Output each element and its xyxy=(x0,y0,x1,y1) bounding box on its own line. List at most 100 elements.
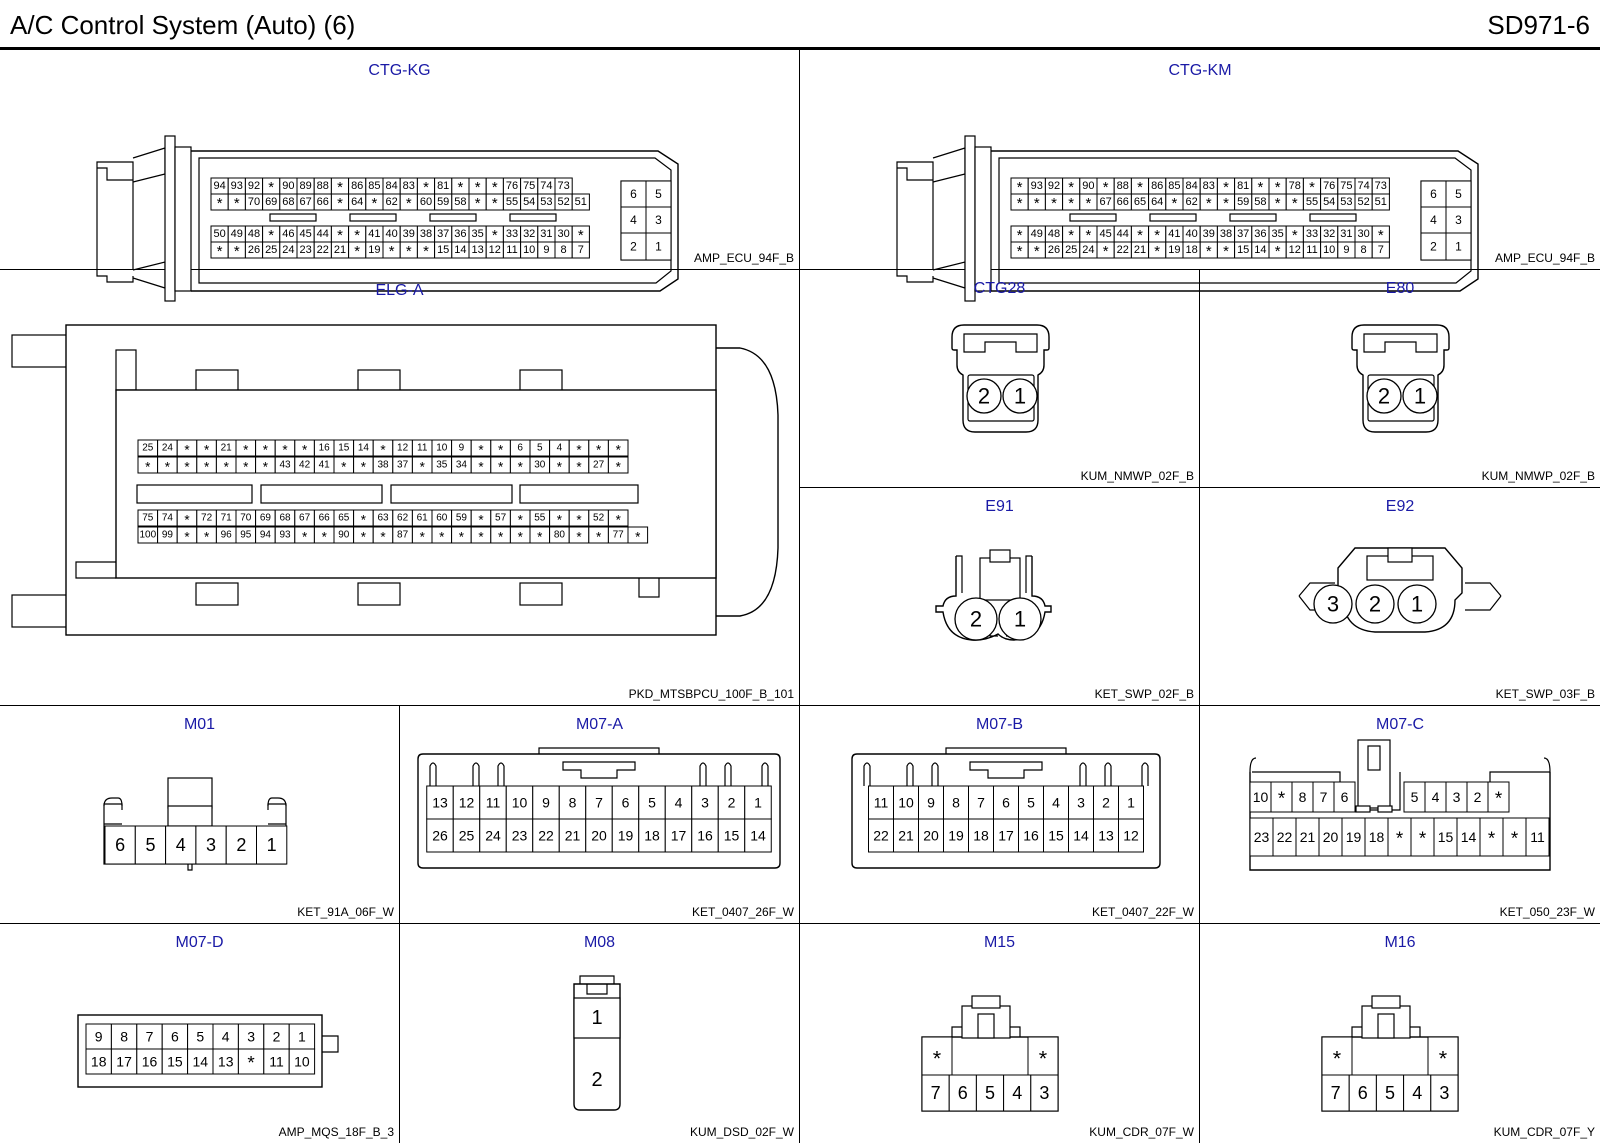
pin-cell xyxy=(505,818,534,853)
pin-number: 38 xyxy=(377,460,389,471)
pin-number: * xyxy=(1103,244,1109,260)
pin-number: 3 xyxy=(1453,789,1461,805)
pin-number: 50 xyxy=(213,228,225,240)
housing-outline xyxy=(322,1035,339,1053)
pin-number: 6 xyxy=(1430,187,1437,201)
pin-number: 4 xyxy=(1430,213,1437,227)
pin-number: * xyxy=(268,228,274,244)
pin-number: 67 xyxy=(1099,196,1111,208)
pin-number: 70 xyxy=(248,196,260,208)
pin-number: 49 xyxy=(231,228,243,240)
pin-number: 3 xyxy=(655,213,662,227)
pin-cell xyxy=(664,818,693,853)
pin-number: 74 xyxy=(1357,180,1369,192)
connector-label: E92 xyxy=(1385,498,1415,515)
pin-number: 32 xyxy=(523,228,535,240)
pin-number: 7 xyxy=(977,795,985,811)
pin-number: 26 xyxy=(432,828,448,844)
housing-outline xyxy=(472,762,480,786)
pin-number: 11 xyxy=(1306,244,1317,256)
pin-number: * xyxy=(1258,180,1264,196)
housing-outline xyxy=(509,213,557,222)
pin-number: 26 xyxy=(1048,244,1060,256)
pin-number: 8 xyxy=(561,244,567,256)
pin-number: 95 xyxy=(240,530,252,541)
pin-number: 81 xyxy=(1237,180,1249,192)
pin-number: * xyxy=(635,530,641,545)
pin-number: 16 xyxy=(319,443,331,454)
housing-outline xyxy=(115,389,717,579)
connector-type: KET_0407_26F_W xyxy=(691,905,794,919)
pin-number: 4 xyxy=(1052,795,1060,811)
pin-cell xyxy=(1445,232,1472,261)
pin-cell xyxy=(571,241,590,259)
pin-cell xyxy=(607,509,629,527)
housing-outline xyxy=(931,762,939,786)
pin-number: 18 xyxy=(1185,244,1197,256)
pin-number: 68 xyxy=(279,513,291,524)
pin-number: 5 xyxy=(196,1029,204,1045)
housing-outline xyxy=(11,594,71,628)
pin-number: 37 xyxy=(437,228,449,240)
pin-number: 37 xyxy=(1237,228,1249,240)
pin-number: * xyxy=(492,196,498,212)
pin-number: * xyxy=(1223,196,1229,212)
housing-outline xyxy=(167,777,213,809)
pin-cavity xyxy=(998,597,1042,641)
housing-outline xyxy=(195,582,239,606)
pin-number: 5 xyxy=(985,1083,995,1103)
housing-outline xyxy=(977,1013,995,1039)
pin-number: * xyxy=(165,460,171,475)
pin-number: 18 xyxy=(644,828,660,844)
pin-number: * xyxy=(1154,228,1160,244)
pin-number: 17 xyxy=(671,828,687,844)
pin-number: * xyxy=(1017,180,1023,196)
pin-cell xyxy=(948,1074,977,1112)
pin-cell xyxy=(426,818,454,853)
pin-number: 4 xyxy=(630,213,637,227)
pin-cell xyxy=(1018,818,1044,853)
pin-number: * xyxy=(616,460,622,475)
pin-number: 62 xyxy=(397,513,409,524)
pin-number: 15 xyxy=(338,443,350,454)
pin-number: 8 xyxy=(569,795,577,811)
pin-number: * xyxy=(1396,829,1404,850)
pin-number: 4 xyxy=(176,835,186,855)
housing-outline xyxy=(863,762,871,786)
pin-number: * xyxy=(576,513,582,528)
pin-number: 62 xyxy=(385,196,397,208)
pin-cell xyxy=(607,439,629,457)
housing-outline xyxy=(349,213,397,222)
pin-number: 13 xyxy=(471,244,483,256)
pin-number: 92 xyxy=(248,180,260,192)
pin-number: 44 xyxy=(1117,228,1129,240)
pin-number: * xyxy=(380,443,386,458)
pin-number: 6 xyxy=(1358,1083,1368,1103)
housing-outline xyxy=(198,157,672,284)
pin-number: 83 xyxy=(403,180,415,192)
pin-number: 2 xyxy=(630,240,637,254)
pin-cavity xyxy=(1397,584,1437,624)
pin-number: 80 xyxy=(554,530,566,541)
housing-outline xyxy=(429,213,477,222)
pin-cell xyxy=(1321,1036,1353,1076)
housing-outline xyxy=(357,582,401,606)
pin-number: 6 xyxy=(115,835,125,855)
pin-cavity xyxy=(1002,378,1038,414)
pin-number: * xyxy=(423,180,429,196)
pin-number: 66 xyxy=(319,513,331,524)
housing-outline xyxy=(195,369,239,393)
housing-outline xyxy=(963,333,1038,353)
housing-outline xyxy=(96,161,134,283)
pin-cell xyxy=(1118,818,1144,853)
pin-number: * xyxy=(1154,244,1160,260)
pin-number: * xyxy=(263,460,269,475)
pin-cell xyxy=(1420,180,1447,208)
pin-number: 7 xyxy=(931,1083,941,1103)
pin-number: 24 xyxy=(1082,244,1094,256)
pin-number: 15 xyxy=(724,828,740,844)
